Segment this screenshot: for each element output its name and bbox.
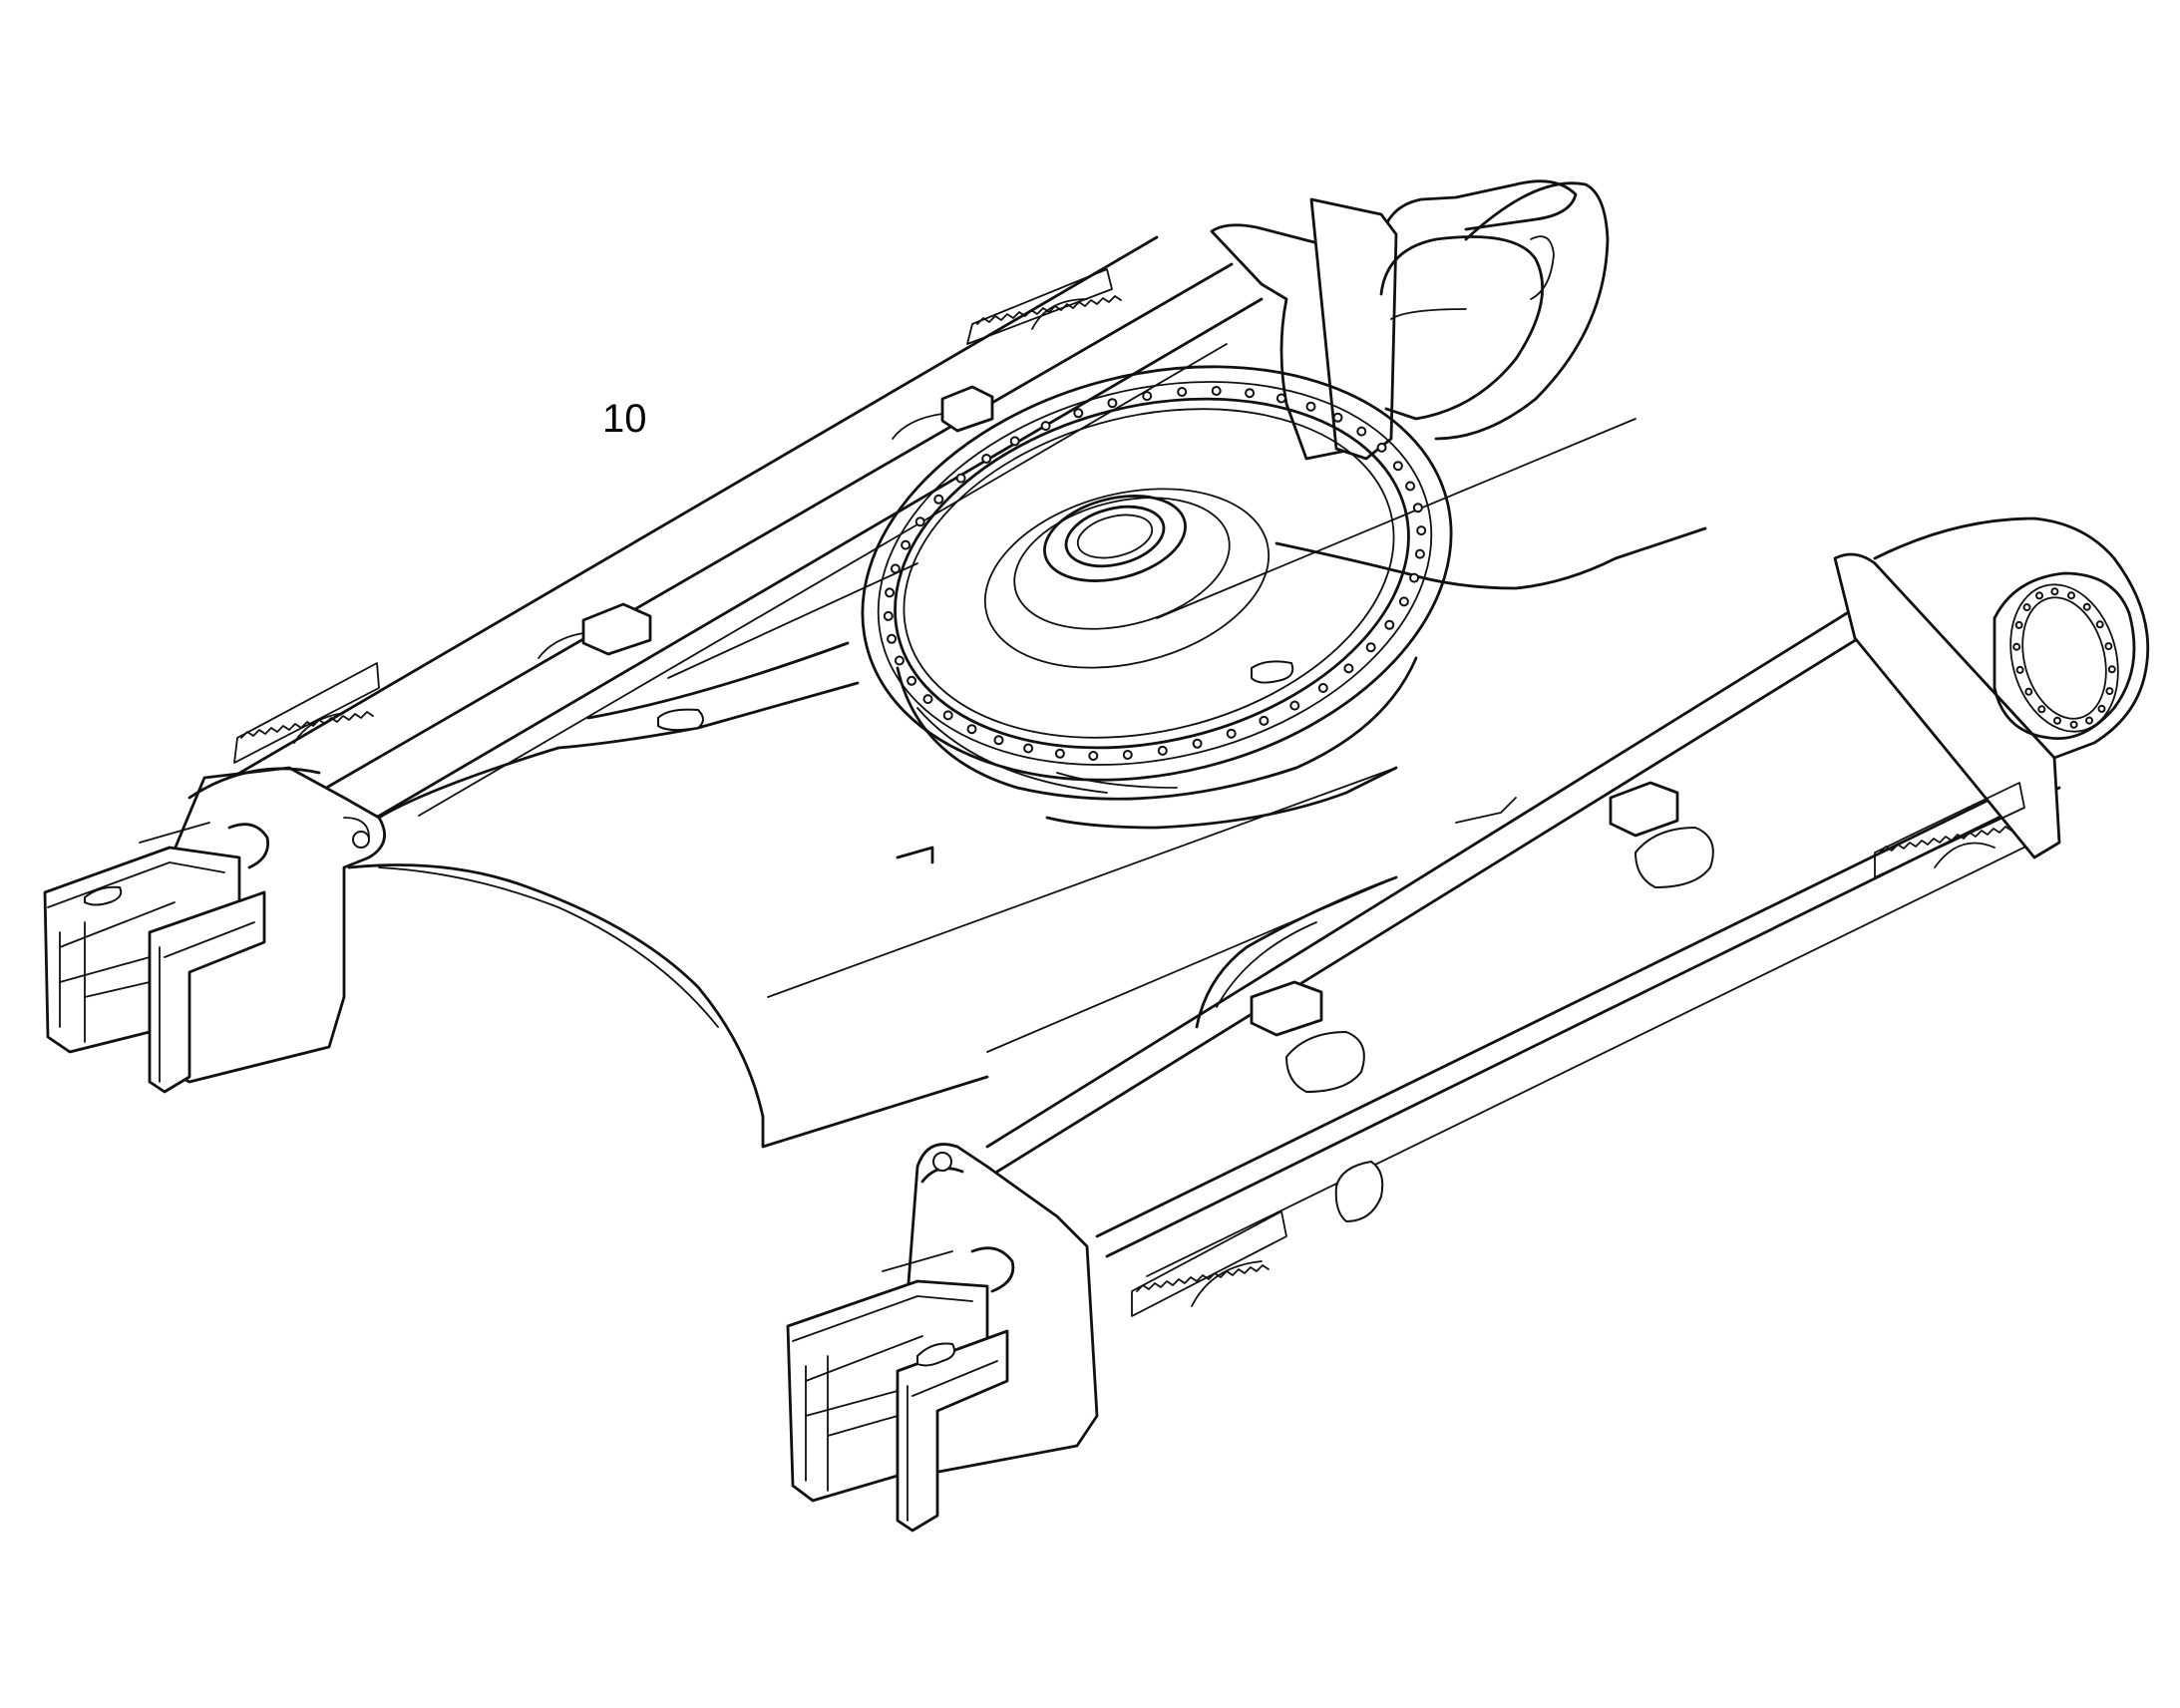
idler-bolt-hole (2053, 716, 2061, 725)
idler-bolt-hole (2050, 587, 2059, 596)
x-frame-body (347, 418, 1707, 1149)
bolt-hole (1107, 398, 1118, 409)
bolt-hole (993, 735, 1004, 746)
bolt-hole (1245, 388, 1256, 399)
idler-bolt-hole (2014, 620, 2023, 629)
bolt-hole (1023, 743, 1034, 754)
bolt-hole (883, 610, 894, 621)
idler-bolt-hole (2035, 591, 2043, 600)
bolt-hole (1405, 481, 1416, 492)
bolt-hole (1259, 715, 1270, 726)
bolt-hole (1398, 596, 1409, 607)
idler-bolt-hole (2012, 642, 2021, 651)
bolt-hole (955, 473, 966, 484)
bolt-hole (966, 724, 977, 735)
idler-bolt-hole (2107, 665, 2116, 674)
bolt-hole (1275, 393, 1286, 404)
bolt-hole (1416, 525, 1427, 536)
callout-label: 10 (602, 397, 647, 441)
idler-bolt-holes (2012, 587, 2116, 729)
bolt-hole (1073, 408, 1084, 419)
right-track-frame (786, 516, 2150, 1533)
bolt-hole (1226, 728, 1237, 739)
bolt-hole (1040, 421, 1051, 432)
slewing-ring (861, 365, 1453, 801)
bolt-hole (914, 516, 925, 527)
bolt-hole (885, 587, 896, 598)
idler-bolt-hole (2022, 603, 2031, 612)
idler-bolt-hole (2105, 687, 2114, 696)
idler-bolt-hole (2069, 720, 2078, 729)
bolt-hole (1211, 386, 1222, 396)
bolt-hole (1343, 663, 1354, 674)
bolt-hole (1365, 642, 1376, 653)
bolt-hole (901, 539, 911, 550)
bolt-hole (1409, 572, 1420, 583)
bolt-hole (894, 655, 905, 666)
bolt-hole (922, 694, 933, 705)
bolt-hole (1142, 391, 1153, 402)
bolt-hole (1009, 436, 1020, 447)
idler-bolt-hole (2104, 642, 2113, 651)
bolt-hole (1376, 442, 1387, 453)
bolt-hole (1054, 748, 1065, 759)
bolt-hole (1384, 619, 1395, 630)
bolt-hole (1088, 751, 1099, 761)
bolt-hole (942, 710, 953, 721)
bolt-hole (1332, 412, 1343, 423)
idler-bolt-hole (2067, 591, 2075, 600)
bolt-hole (1289, 700, 1300, 711)
bolt-hole (1356, 426, 1367, 437)
idler-bolt-hole (2095, 620, 2104, 629)
bolt-hole (890, 563, 901, 574)
bolt-hole (1177, 387, 1188, 397)
bolt-hole (887, 633, 898, 644)
idler-bolt-hole (2024, 687, 2033, 696)
bolt-hole (1317, 683, 1328, 693)
bolt-hole (981, 454, 992, 464)
bolt-hole (1412, 503, 1423, 513)
bolt-hole (1192, 738, 1203, 749)
left-track-frame (43, 179, 1610, 1094)
bolt-hole (1392, 461, 1403, 472)
bolt-hole (1122, 750, 1133, 760)
bolt-holes (883, 386, 1427, 761)
idler-bolt-hole (2085, 716, 2093, 725)
bolt-hole (1414, 548, 1425, 559)
idler-bolt-hole (2037, 705, 2046, 714)
bolt-hole (933, 494, 944, 505)
idler-bolt-hole (2097, 704, 2106, 713)
bolt-hole (1305, 401, 1316, 412)
bolt-hole (907, 675, 917, 686)
idler-bolt-hole (2082, 602, 2091, 611)
bolt-hole (1157, 745, 1168, 756)
idler-bolt-hole (2015, 665, 2024, 674)
